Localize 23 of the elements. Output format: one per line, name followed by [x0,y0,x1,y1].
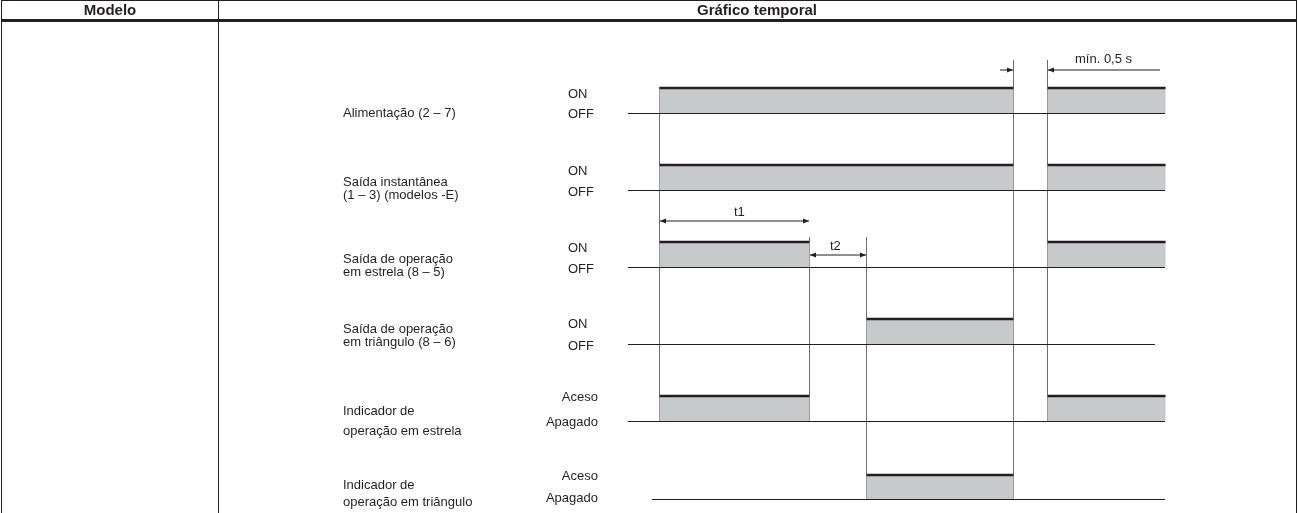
signal-name: Saída de operação em estrela (8 – 5) [343,252,453,278]
dimension-label: t1 [734,205,745,218]
state-label: Aceso [561,390,598,403]
state-label: OFF [568,339,594,352]
state-label: Apagado [545,415,598,428]
signal-name: Alimentação (2 – 7) [343,106,456,119]
signal-name: Indicador de operação em estrela [343,402,462,440]
state-label: ON [568,164,588,177]
state-label: Aceso [561,469,598,482]
signal-name: Indicador de operação em triângulo [343,476,473,510]
state-label: Apagado [545,491,598,504]
column-header: Gráfico temporal [697,2,817,18]
state-label: ON [568,241,588,254]
dimension-label: t2 [830,239,841,252]
state-label: OFF [568,262,594,275]
state-label: ON [568,87,588,100]
state-label: ON [568,317,588,330]
dimension-label: mín. 0,5 s [1075,52,1133,65]
state-label: OFF [568,107,594,120]
signal-name: Saída de operação em triângulo (8 – 6) [343,322,456,348]
column-header: Modelo [83,2,137,18]
state-label: OFF [568,185,594,198]
signal-name: Saída instantânea (1 – 3) (modelos -E) [343,175,459,201]
